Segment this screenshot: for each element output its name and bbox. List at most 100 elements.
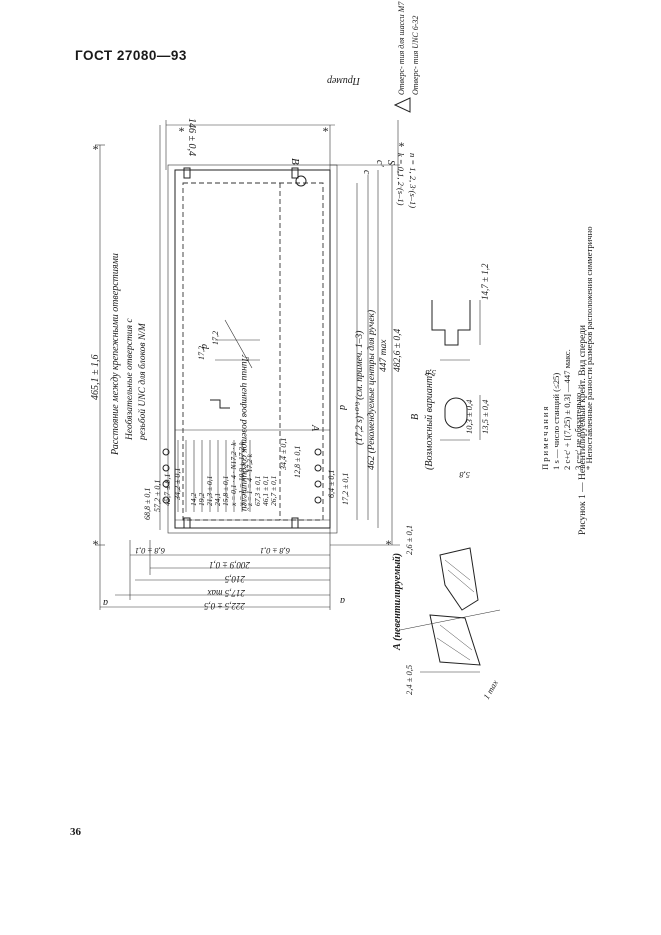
- section-mark-d-top: d: [199, 344, 210, 350]
- dim-12-8: 12,8 ± 0,1: [293, 446, 302, 478]
- dim-13-5: 13,5 ± 0,4: [480, 399, 490, 434]
- dim-14-2: 14,2: [189, 493, 198, 506]
- dim-x-eq: x = 0,1 · 4 · N17,2 · k: [229, 442, 238, 507]
- detail-s-legend: [393, 97, 411, 175]
- dimension-text: 465,1 ± 1,6 Расстояние между крепежными …: [90, 1, 500, 701]
- dim-6-8-left: 6,8 ± 0,1: [135, 546, 165, 556]
- hole-1: [162, 448, 170, 456]
- notch-top-left: [183, 167, 191, 179]
- mark-c: c: [361, 170, 372, 175]
- figure-caption: Рисунок 1 — Невентилируемый крейт. Вид с…: [578, 325, 588, 535]
- dim-2-4: 2,4 ± 0,5: [404, 665, 414, 695]
- dim-6-4: 6,4 ± 0,1: [327, 470, 336, 498]
- star-5: *: [92, 537, 98, 551]
- dim-447: 447 max: [379, 339, 389, 372]
- dim-67: 67,3 ± 0,1: [253, 476, 262, 506]
- hole-4: [162, 496, 170, 504]
- panel-outline: [167, 164, 338, 534]
- outer-frame: [167, 164, 338, 534]
- dim-68-8: 68,8 ± 0,1: [143, 488, 152, 520]
- detail-b-circle: [295, 175, 307, 187]
- hole-6: [314, 464, 322, 472]
- hole-3: [162, 480, 170, 488]
- mark-a-left: a: [103, 597, 108, 608]
- hole-8: [314, 496, 322, 504]
- star-3: *: [322, 124, 328, 138]
- dim-210-5: 210,5: [224, 574, 245, 584]
- note-example: Пример: [327, 75, 361, 86]
- hole-2: [162, 464, 170, 472]
- dimension-lines: [95, 120, 400, 610]
- note-1: 1 s — число станций (≤25): [551, 372, 561, 470]
- profile-channel: [431, 300, 471, 346]
- notch-bottom-left: [183, 517, 191, 529]
- notch-bottom-right: [291, 517, 299, 529]
- possible-variant-label: (Возможный вариант): [424, 372, 435, 470]
- dim-z-eq: z = 1 = 4 · 17,2 k: [245, 453, 254, 507]
- dim-y-eq: y = 1 = 10,9 ± 17,2 k: [237, 441, 246, 507]
- dim-17-2-tol: 17,2 ± 0,1: [341, 473, 350, 505]
- notes-title: Примечания: [540, 404, 550, 470]
- section-a-lower: [429, 614, 481, 666]
- slot-oval: [444, 397, 468, 429]
- star-4: *: [398, 139, 404, 153]
- dim-217-5: 217,5 max: [208, 588, 246, 598]
- dim-2-6: 2,6 ± 0,1: [404, 525, 414, 555]
- slot-ticks: [177, 440, 251, 512]
- section-a-label: А (невентилируемый): [392, 553, 403, 651]
- star-2: *: [178, 124, 184, 138]
- dim-222-5: 222,5 ± 0,5: [204, 601, 245, 611]
- dim-17-2-step: 17,2: [197, 346, 206, 360]
- note-2: 2 c+c' + [(7,25) ± 0,3] —447 макс.: [562, 349, 572, 470]
- dim-34-4: 34,4 ± 0,1: [279, 438, 288, 471]
- dim-6-8-right: 6,8 ± 0,1: [260, 546, 290, 556]
- mark-s: S: [385, 160, 396, 165]
- detail-b-mark: B: [289, 158, 301, 165]
- detail-a-section: [399, 547, 501, 673]
- dim-34-2: 34,2 ± 0,1: [173, 468, 182, 501]
- recommended-handles-label: 462 (Рекомендуемые центры для ручек): [366, 310, 377, 470]
- dim-200-9: 200,9 ± 0,1: [209, 560, 250, 570]
- dim-26-7: 26,7 ± 0,1: [269, 476, 278, 506]
- step-symbol: [210, 399, 230, 409]
- dim-21-3: 21,3 ± 0,1: [205, 476, 214, 506]
- section-mark-d-bottom: d: [337, 405, 348, 411]
- star-1: *: [92, 142, 98, 156]
- star-6: *: [385, 537, 391, 551]
- dim-24-1: 24,1: [213, 493, 222, 506]
- legend-marker: [393, 97, 411, 113]
- dim-1-max: 1 max: [481, 678, 500, 701]
- dim-5-8b: 5,8: [459, 470, 470, 480]
- dim-465: 465,1 ± 1,6: [90, 355, 101, 401]
- mount-holes: [162, 167, 322, 529]
- connector-step-mark: [210, 319, 260, 409]
- detail-slot-oval: [440, 395, 481, 441]
- dim-57-2: 57,2 ± 0,1: [153, 480, 162, 512]
- dim-46-1: 46,1 ± 0,1: [261, 476, 270, 506]
- holes-m4-label: Отверс- тия для шасси M7: [397, 1, 406, 95]
- detail-a-mark: A: [309, 424, 320, 432]
- unmandatory-holes-label-2: резьбой UNC для блоков N/M: [137, 322, 148, 441]
- dim-15-8: 15,8 ± 0,1: [221, 476, 230, 506]
- notch-top-right: [291, 167, 299, 179]
- mount-holes-label: Расстояние между крепежными отверстиями: [110, 253, 121, 456]
- dim-5-8: 5,8: [425, 368, 436, 378]
- holes-unc-label: Отверс- тия UNC 6-32: [411, 16, 420, 95]
- page-number: 36: [70, 826, 81, 838]
- dim-19-2: 19,2: [197, 493, 206, 506]
- document-header: ГОСТ 27080—93: [75, 48, 187, 63]
- k-values: k = 0,1, 2·(s–1): [396, 153, 406, 206]
- section-a-upper: [439, 547, 479, 611]
- dim-10-3: 10,3 ± 0,4: [464, 399, 474, 434]
- hole-7: [314, 480, 322, 488]
- dim-146: 146 ± 0,4: [186, 118, 197, 156]
- mark-c-prime: c': [374, 160, 385, 167]
- dim-17-2s: (17,2 s)⁺⁰'³ (см. примеч. 1–3): [354, 331, 365, 445]
- dim-45-7: 45,7 ± 0,1: [163, 474, 172, 506]
- n-values: n = 1, 2, 3·(s–1): [408, 153, 418, 208]
- dim-482: 482,6 ± 0,4: [393, 329, 403, 372]
- possible-variant-mark: B: [410, 414, 421, 420]
- connector-centers-label: Линии центров розеток соединителей: [239, 354, 250, 511]
- detail-b-profile: [431, 300, 481, 361]
